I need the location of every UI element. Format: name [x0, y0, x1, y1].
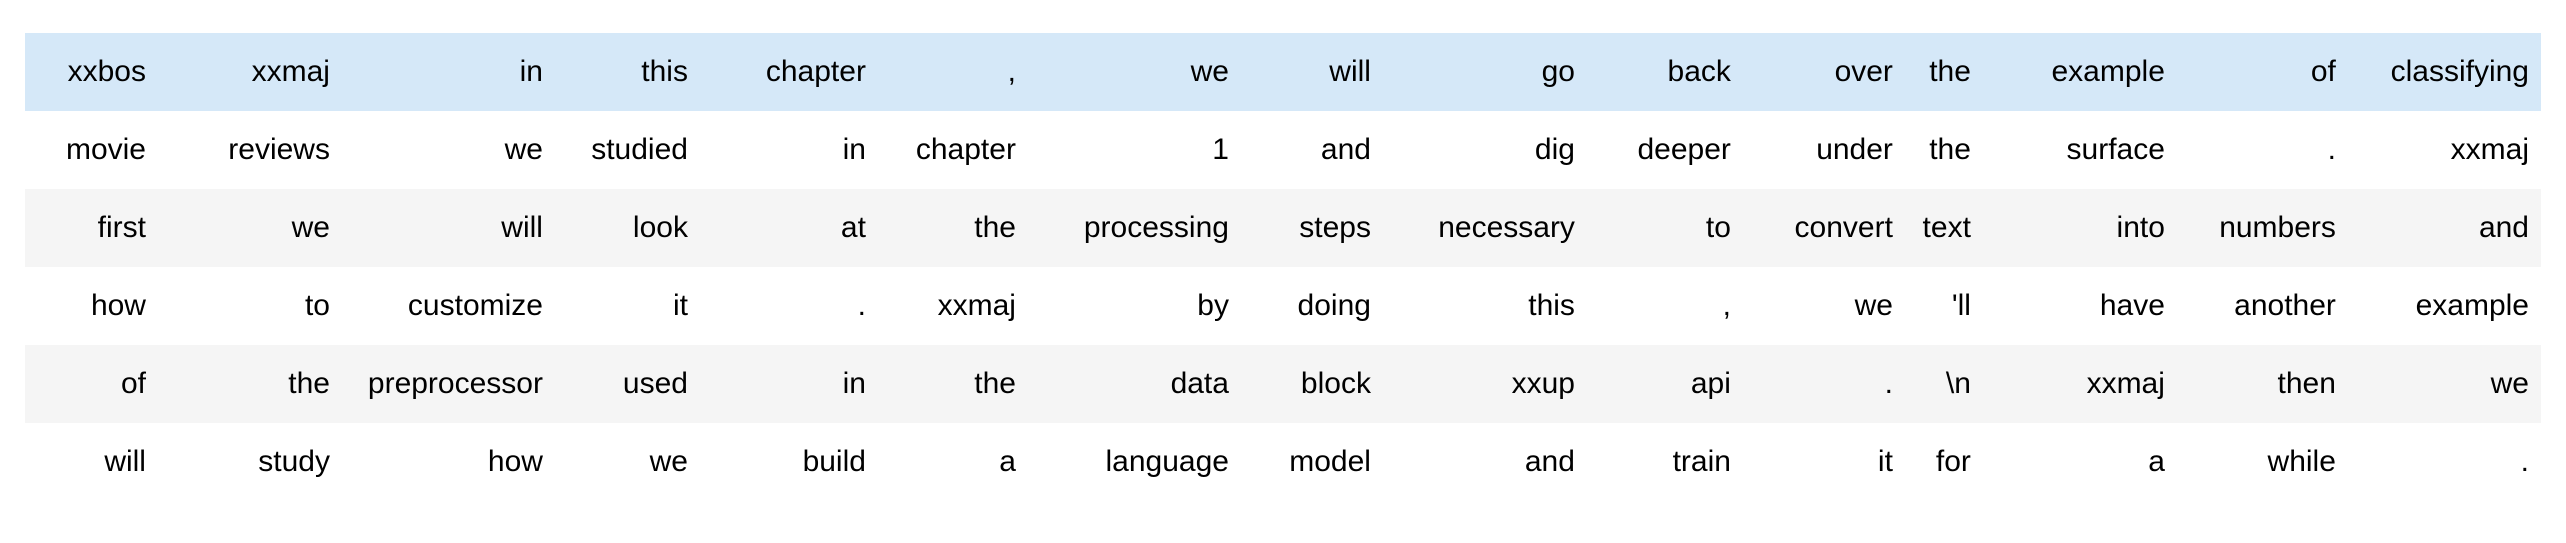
token-cell: xxmaj: [2086, 367, 2165, 400]
token-row: will study how we build a language model and trai…: [25, 423, 2541, 501]
token-cell: we: [649, 445, 688, 478]
token-cell: xxbos: [67, 55, 146, 88]
token-cell: the: [974, 211, 1016, 244]
token-table-body: xxbos xxmaj in this chapter, we will go back over…: [25, 33, 2541, 501]
token-cell: 1: [1212, 133, 1229, 166]
token-cell: how: [90, 289, 146, 322]
token-cell: model: [1289, 445, 1371, 478]
token-cell: text: [1922, 211, 1971, 244]
token-cell: of: [2310, 55, 2336, 88]
token-cell: numbers: [2219, 211, 2336, 244]
token-cell: for: [1935, 445, 1971, 478]
token-cell: and: [1320, 133, 1371, 166]
token-cell: we: [504, 133, 543, 166]
token-cell: .: [857, 289, 866, 322]
token-cell: steps: [1299, 211, 1371, 244]
token-cell: reviews: [228, 133, 330, 166]
token-cell: this: [641, 55, 688, 88]
token-cell: example: [2051, 55, 2165, 88]
token-cell: we: [2490, 367, 2529, 400]
token-cell: data: [1170, 367, 1229, 400]
token-cell: will: [104, 445, 146, 478]
token-cell: this: [1528, 289, 1575, 322]
token-cell: xxmaj: [2450, 133, 2529, 166]
token-cell: under: [1816, 133, 1893, 166]
token-cell: the: [974, 367, 1016, 400]
token-cell: it: [1877, 445, 1893, 478]
token-cell: back: [1667, 55, 1731, 88]
token-cell: go: [1541, 55, 1575, 88]
token-cell: customize: [407, 289, 543, 322]
token-cell: will: [501, 211, 543, 244]
token-row: first we will look at the processing steps neces…: [25, 189, 2541, 267]
token-cell: in: [519, 55, 543, 88]
token-cell: xxup: [1511, 367, 1575, 400]
token-cell: surface: [2066, 133, 2165, 166]
token-cell: by: [1197, 289, 1229, 322]
token-cell: train: [1672, 445, 1731, 478]
token-cell: processing: [1083, 211, 1229, 244]
token-row: of the preprocessor used in the data block xxup a…: [25, 345, 2541, 423]
tokenized-text-table-container: xxbos xxmaj in this chapter, we will go back over…: [25, 33, 2541, 501]
token-cell: ,: [1007, 55, 1016, 88]
token-cell: the: [1929, 133, 1971, 166]
token-cell: a: [2148, 445, 2165, 478]
token-cell: doing: [1297, 289, 1371, 322]
token-cell: to: [1705, 211, 1731, 244]
token-cell: classifying: [2390, 55, 2529, 88]
token-cell: \n: [1945, 367, 1971, 400]
token-cell: example: [2415, 289, 2529, 322]
token-cell: .: [2520, 445, 2529, 478]
token-cell: while: [2267, 445, 2336, 478]
token-cell: 'll: [1951, 289, 1971, 322]
token-cell: xxmaj: [251, 55, 330, 88]
token-cell: used: [622, 367, 688, 400]
token-cell: language: [1105, 445, 1229, 478]
token-cell: and: [2478, 211, 2529, 244]
token-cell: another: [2234, 289, 2336, 322]
token-row: movie reviews we studied in chapter 1 and dig dee…: [25, 111, 2541, 189]
token-cell: a: [999, 445, 1016, 478]
token-cell: deeper: [1637, 133, 1731, 166]
token-cell: .: [2327, 133, 2336, 166]
token-cell: movie: [65, 133, 146, 166]
token-cell: the: [1929, 55, 1971, 88]
token-cell: block: [1300, 367, 1371, 400]
token-cell: ,: [1722, 289, 1731, 322]
token-cell: and: [1524, 445, 1575, 478]
token-cell: preprocessor: [367, 367, 543, 400]
token-cell: in: [842, 367, 866, 400]
token-row: xxbos xxmaj in this chapter, we will go back over…: [25, 33, 2541, 111]
token-cell: then: [2277, 367, 2336, 400]
token-cell: first: [97, 211, 146, 244]
token-cell: chapter: [915, 133, 1016, 166]
token-cell: the: [288, 367, 330, 400]
token-cell: xxmaj: [937, 289, 1016, 322]
token-cell: in: [842, 133, 866, 166]
token-cell: convert: [1794, 211, 1893, 244]
token-cell: it: [672, 289, 688, 322]
token-cell: into: [2116, 211, 2165, 244]
token-cell: studied: [591, 133, 688, 166]
token-cell: build: [802, 445, 866, 478]
token-cell: chapter: [765, 55, 866, 88]
token-cell: we: [291, 211, 330, 244]
token-cell: we: [1190, 55, 1229, 88]
tokenized-text-table: xxbos xxmaj in this chapter, we will go back over…: [25, 33, 2541, 501]
token-cell: .: [1884, 367, 1893, 400]
token-cell: study: [258, 445, 330, 478]
token-cell: we: [1854, 289, 1893, 322]
token-cell: have: [2099, 289, 2165, 322]
token-row: how to customize it. xxmaj by doing this, we 'll h…: [25, 267, 2541, 345]
token-cell: at: [840, 211, 866, 244]
token-cell: will: [1329, 55, 1371, 88]
token-cell: over: [1834, 55, 1893, 88]
token-cell: api: [1690, 367, 1731, 400]
token-cell: necessary: [1438, 211, 1575, 244]
token-cell: how: [487, 445, 543, 478]
token-cell: dig: [1534, 133, 1575, 166]
token-cell: to: [304, 289, 330, 322]
token-cell: look: [632, 211, 688, 244]
token-cell: of: [120, 367, 146, 400]
